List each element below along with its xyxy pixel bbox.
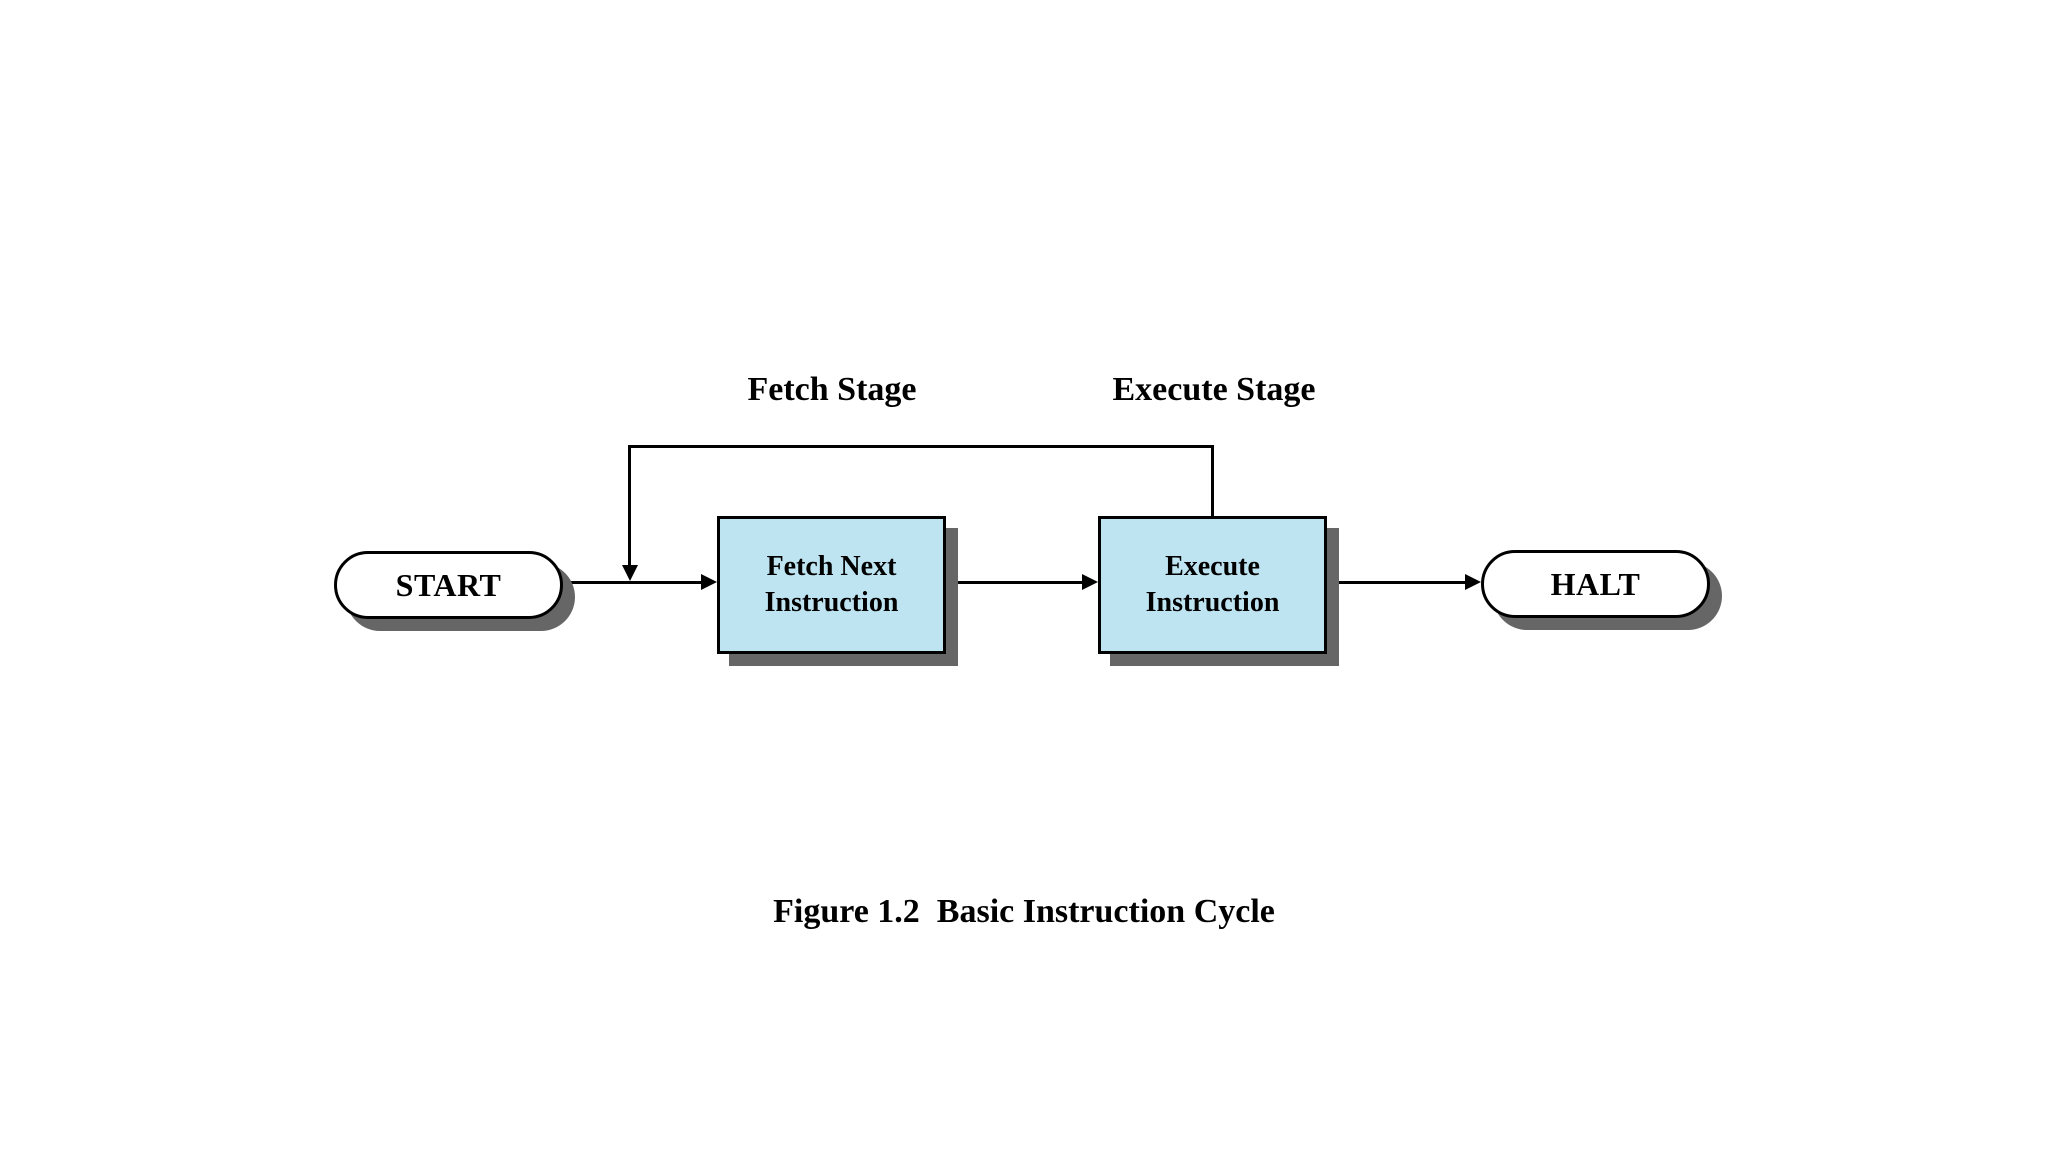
arrowhead-into-execute-icon	[1082, 574, 1098, 590]
fetch-next-instruction-node: Fetch Next Instruction	[717, 516, 946, 654]
feedback-loop-left-line	[628, 445, 631, 567]
arrowhead-into-fetch-icon	[701, 574, 717, 590]
halt-terminal-node: HALT	[1481, 550, 1710, 618]
feedback-arrowhead-down-icon	[622, 565, 638, 581]
connector-fetch-to-execute	[944, 581, 1085, 584]
halt-node-label: HALT	[1550, 565, 1641, 602]
arrowhead-into-halt-icon	[1465, 574, 1481, 590]
execute-instruction-node: Execute Instruction	[1098, 516, 1327, 654]
fetch-node-label-line1: Fetch Next	[766, 551, 897, 582]
figure-caption: Figure 1.2 Basic Instruction Cycle	[773, 893, 1275, 930]
feedback-loop-right-line	[1211, 445, 1214, 517]
connector-start-to-fetch	[561, 581, 704, 584]
start-terminal-node: START	[334, 551, 563, 619]
connector-execute-to-halt	[1325, 581, 1468, 584]
fetch-stage-heading: Fetch Stage	[747, 371, 917, 408]
execute-node-label-line2: Instruction	[1145, 587, 1280, 618]
fetch-node-label-line2: Instruction	[764, 587, 899, 618]
start-node-label: START	[395, 566, 502, 603]
execute-stage-heading: Execute Stage	[1112, 371, 1316, 408]
feedback-loop-top-line	[628, 445, 1214, 448]
execute-node-label-line1: Execute	[1165, 551, 1260, 582]
